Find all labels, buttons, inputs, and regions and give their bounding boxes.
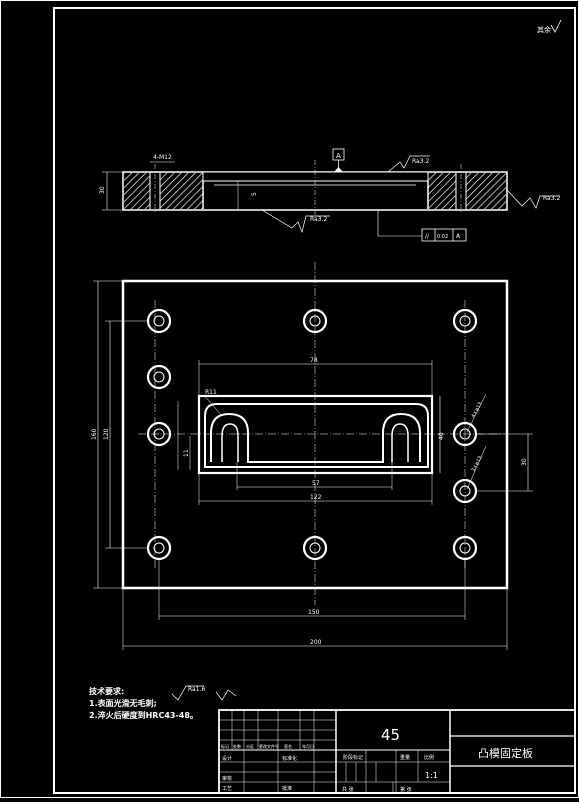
punch-opening	[197, 394, 434, 475]
roughness-bottom-label: Ra3.2	[310, 216, 327, 223]
roughness-symbol-icon	[171, 685, 204, 701]
dim-radius: R11	[205, 389, 217, 396]
hole-inner	[459, 542, 471, 554]
label-zone: 分区	[246, 743, 254, 749]
roughness-symbol-icon	[387, 155, 430, 173]
dim-overall-inner: 122	[310, 494, 322, 501]
label-count: 处数	[233, 743, 241, 749]
section-hatch	[160, 173, 174, 209]
material-label: 45	[381, 726, 400, 744]
section-hatch	[174, 173, 203, 209]
hole	[302, 308, 328, 334]
depth-dim-label: 5	[251, 192, 258, 196]
corner-roughness-label: 其余	[537, 25, 551, 34]
hole	[146, 421, 172, 447]
hole-inner	[153, 315, 165, 327]
title-block	[218, 709, 576, 794]
tolerance-value-label: 0.02	[437, 234, 448, 240]
hole-inner	[153, 371, 165, 383]
hole-inner	[309, 315, 321, 327]
opening-outline	[197, 394, 434, 475]
dim-width-holes: 150	[308, 609, 320, 616]
dim-height-holes: 120	[103, 428, 110, 440]
label-approve: 批准	[282, 785, 292, 792]
label-sheet: 第 张	[400, 786, 412, 793]
tolerance-symbol-label: //	[425, 233, 430, 240]
roughness-side-label: Ra3.2	[543, 195, 560, 202]
mounting-holes	[146, 308, 478, 561]
section-hatch	[428, 173, 456, 209]
label-review: 审核	[222, 775, 232, 782]
label-ratio: 比例	[424, 754, 434, 761]
sheet-inner-border	[53, 7, 576, 794]
technical-notes: 技术要求: 1.表面光滑无毛刺; 2.淬火后硬度到HRC43-48。	[89, 686, 198, 722]
hole-inner	[459, 428, 471, 440]
roughness-mark-icon	[215, 689, 237, 701]
tolerance-frame	[421, 228, 467, 242]
label-date: 年月日	[302, 743, 314, 749]
dim-inner: 57	[312, 480, 320, 487]
dim-hole-top: 4×φ13	[470, 401, 483, 419]
datum-label: A	[336, 152, 341, 160]
roughness-symbol-icon	[506, 189, 560, 209]
hole-inner	[459, 485, 471, 497]
hole-inner	[459, 315, 471, 327]
section-view: 4-M12 30 5 A Ra3.2 Ra3.2 Ra3.2 // 0.02 A	[99, 148, 560, 242]
datum-triangle-icon	[334, 167, 343, 172]
dim-opening-height: 40	[438, 432, 445, 440]
hole	[302, 535, 328, 561]
label-mark: 标记	[221, 743, 229, 749]
label-design: 设计	[222, 755, 232, 762]
hole-inner	[153, 428, 165, 440]
dim-hole-pitch: 30	[521, 458, 528, 466]
height-dim-label: 30	[99, 186, 106, 194]
roughness-symbol-icon	[261, 209, 330, 234]
section-hatch	[124, 173, 150, 209]
hole-inner	[153, 542, 165, 554]
plan-view: 78 R11 40 11 57 122 160 120 4×φ13	[91, 262, 533, 650]
title-block-labels: 45 凸模固定板 1:1 标记 处数 分区 更改文件号 签名 年月日 设计 标准…	[221, 726, 533, 793]
section-hatch	[482, 173, 506, 209]
dim-hole-bottom: 3×φ13	[470, 455, 483, 473]
tolerance-datum-label: A	[456, 233, 461, 240]
punch-outer-profile	[204, 403, 429, 468]
notes-heading: 技术要求:	[89, 687, 125, 696]
roughness-top-label: Ra3.2	[412, 158, 429, 165]
notes-roughness-label: Ra1.6	[188, 686, 205, 693]
dim-small: 11	[183, 449, 190, 457]
label-stage: 阶段标记	[343, 754, 363, 761]
roughness-symbol-icon	[550, 19, 562, 33]
section-recess	[202, 171, 429, 182]
dim-opening-width: 78	[310, 357, 318, 364]
corner-roughness: 其余	[537, 19, 562, 34]
label-sign: 签名	[284, 743, 292, 749]
notes-item-1: 1.表面光滑无毛刺;	[89, 699, 157, 708]
label-sheets: 共 张	[342, 786, 354, 793]
hole	[146, 364, 172, 390]
part-name-label: 凸模固定板	[478, 746, 533, 760]
hole-inner	[309, 542, 321, 554]
label-standard: 标准化	[282, 755, 297, 762]
label-process: 工艺	[222, 786, 232, 792]
section-hatch	[466, 173, 482, 209]
label-change-doc: 更改文件号	[259, 743, 279, 749]
scale-label: 1:1	[425, 771, 438, 780]
hole-callout-label: 4-M12	[153, 154, 172, 161]
notes-item-2: 2.淬火后硬度到HRC43-48。	[89, 711, 198, 720]
hole	[452, 308, 478, 334]
punch-inner-profile	[210, 412, 421, 463]
dim-width-total: 200	[310, 639, 322, 646]
hole	[146, 308, 172, 334]
label-weight: 重量	[400, 754, 410, 761]
hole	[146, 535, 172, 561]
dim-height-total: 160	[91, 428, 98, 440]
